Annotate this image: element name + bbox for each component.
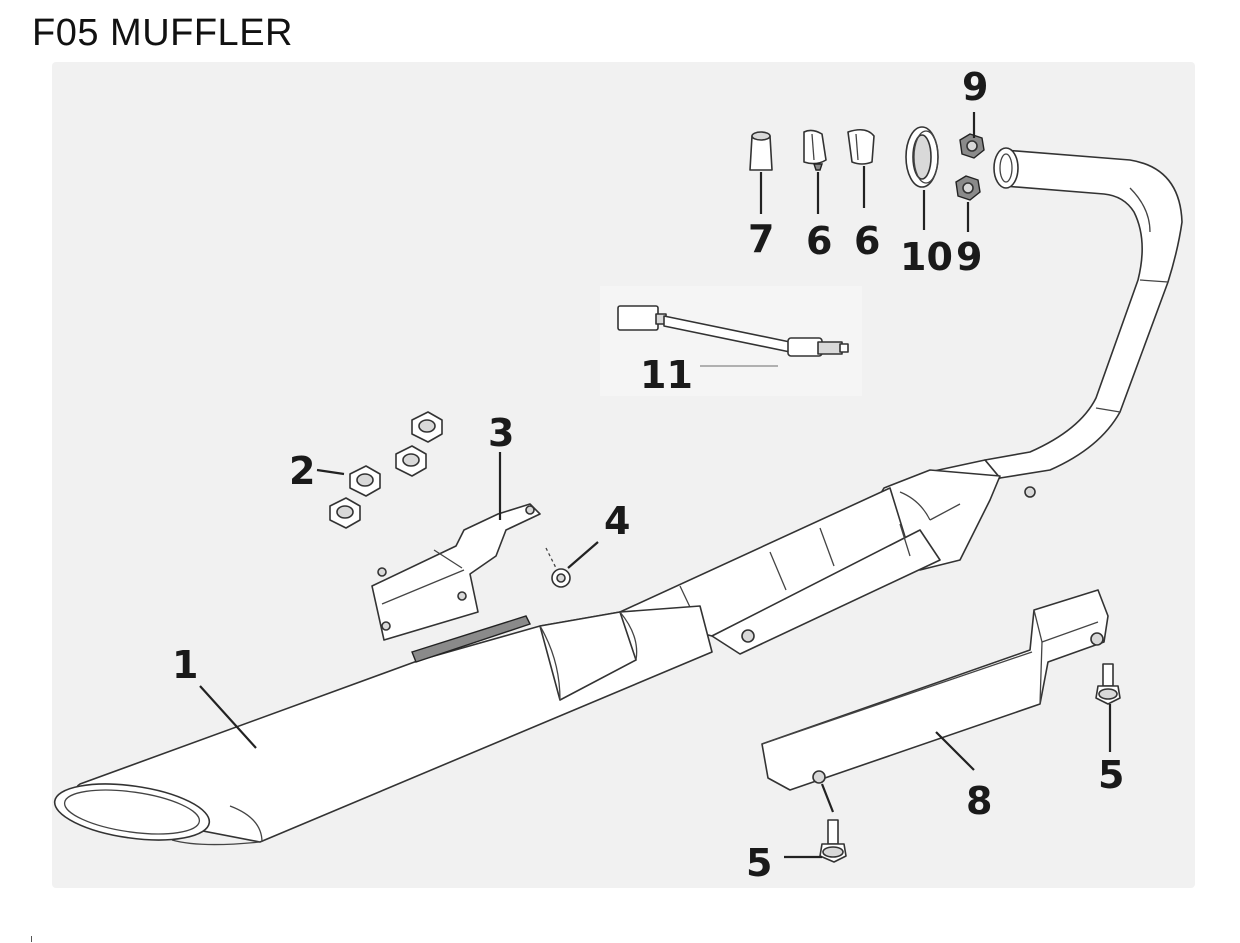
callout-9-top: 9 [962,65,988,109]
nut-1 [411,411,443,443]
callout-3: 3 [488,411,514,455]
leader-lines [199,112,1112,859]
callout-5-right: 5 [1098,753,1124,797]
callout-6-left: 6 [806,219,832,263]
split-collar-6b [847,128,875,165]
callout-4: 4 [604,499,630,543]
heat-guard [761,589,1109,791]
split-collar-6a [803,129,827,171]
callout-11: 11 [640,353,693,397]
bolt-5-bottom [819,819,847,863]
callout-8: 8 [966,779,992,823]
callout-6-right: 6 [854,219,880,263]
flange-nuts-9 [955,133,985,201]
bolt-5-right [1095,663,1121,705]
nut-4 [329,497,361,529]
muffler-body [53,605,713,846]
callout-5-bottom: 5 [746,841,772,885]
muffler-bracket [371,503,541,641]
callout-1: 1 [172,643,198,687]
callout-7: 7 [748,217,774,261]
diagram-background [52,62,1195,888]
gasket-10 [905,126,939,188]
callout-10: 10 [900,235,953,279]
callout-9-bottom: 9 [956,235,982,279]
nut-3 [349,465,381,497]
nuts-group [329,411,443,529]
oxygen-sensor [617,305,849,357]
bolt-4 [545,547,571,588]
page-title: F05 MUFFLER [32,12,293,54]
callout-numbers: 1 2 3 4 5 5 6 6 7 8 9 9 10 11 [172,65,1124,885]
corner-tick [31,936,32,942]
callout-2: 2 [289,449,315,493]
collar-7 [749,131,773,171]
nut-2 [395,445,427,477]
